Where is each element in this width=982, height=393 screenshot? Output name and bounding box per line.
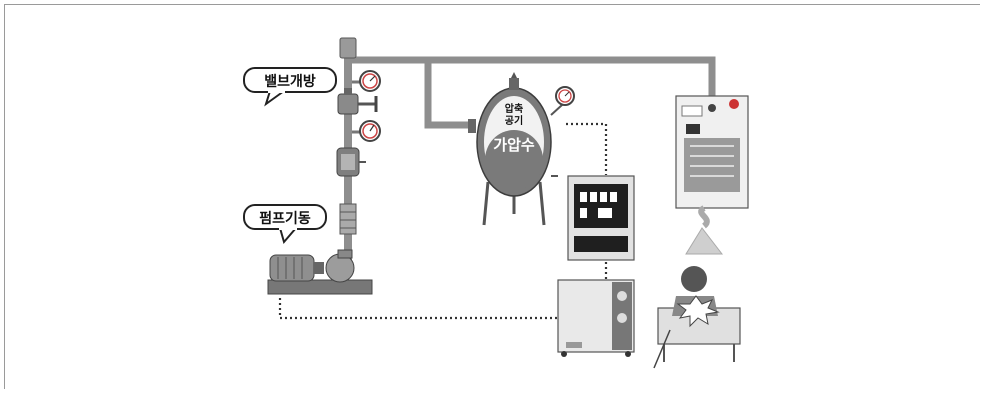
control-panel-icon	[568, 176, 634, 260]
label-compressed-air-2: 공기	[505, 114, 523, 127]
operator-icon	[654, 266, 740, 368]
main-pipe-top	[348, 60, 712, 96]
label-valve-open: 밸브개방	[264, 73, 316, 90]
pump-icon	[268, 250, 372, 294]
callout-valve-open: 밸브개방	[244, 68, 336, 104]
alarm-wire	[701, 208, 707, 226]
pump-motor	[270, 255, 314, 281]
label-pump-start: 펌프기동	[259, 210, 311, 227]
riser-components	[337, 38, 380, 234]
pressure-gauge-icon	[352, 121, 380, 141]
tank-supply-pipe	[428, 60, 470, 125]
check-valve-icon	[337, 148, 366, 176]
alarm-light-icon	[686, 228, 722, 254]
label-pressurized-water: 가압수	[493, 136, 535, 154]
label-compressed-air-1: 압축	[505, 102, 523, 115]
main-control-board	[676, 96, 748, 208]
pump-base	[268, 280, 372, 294]
pressure-gauge-icon	[352, 71, 380, 91]
fire-receiver-cabinet	[558, 280, 634, 357]
riser-top-cap	[340, 38, 356, 58]
callout-pump-start: 펌프기동	[244, 205, 326, 242]
signal-tank-to-panel	[566, 124, 606, 175]
signal-pump-to-cabinet	[280, 298, 558, 318]
flexible-joint-icon	[340, 204, 356, 234]
